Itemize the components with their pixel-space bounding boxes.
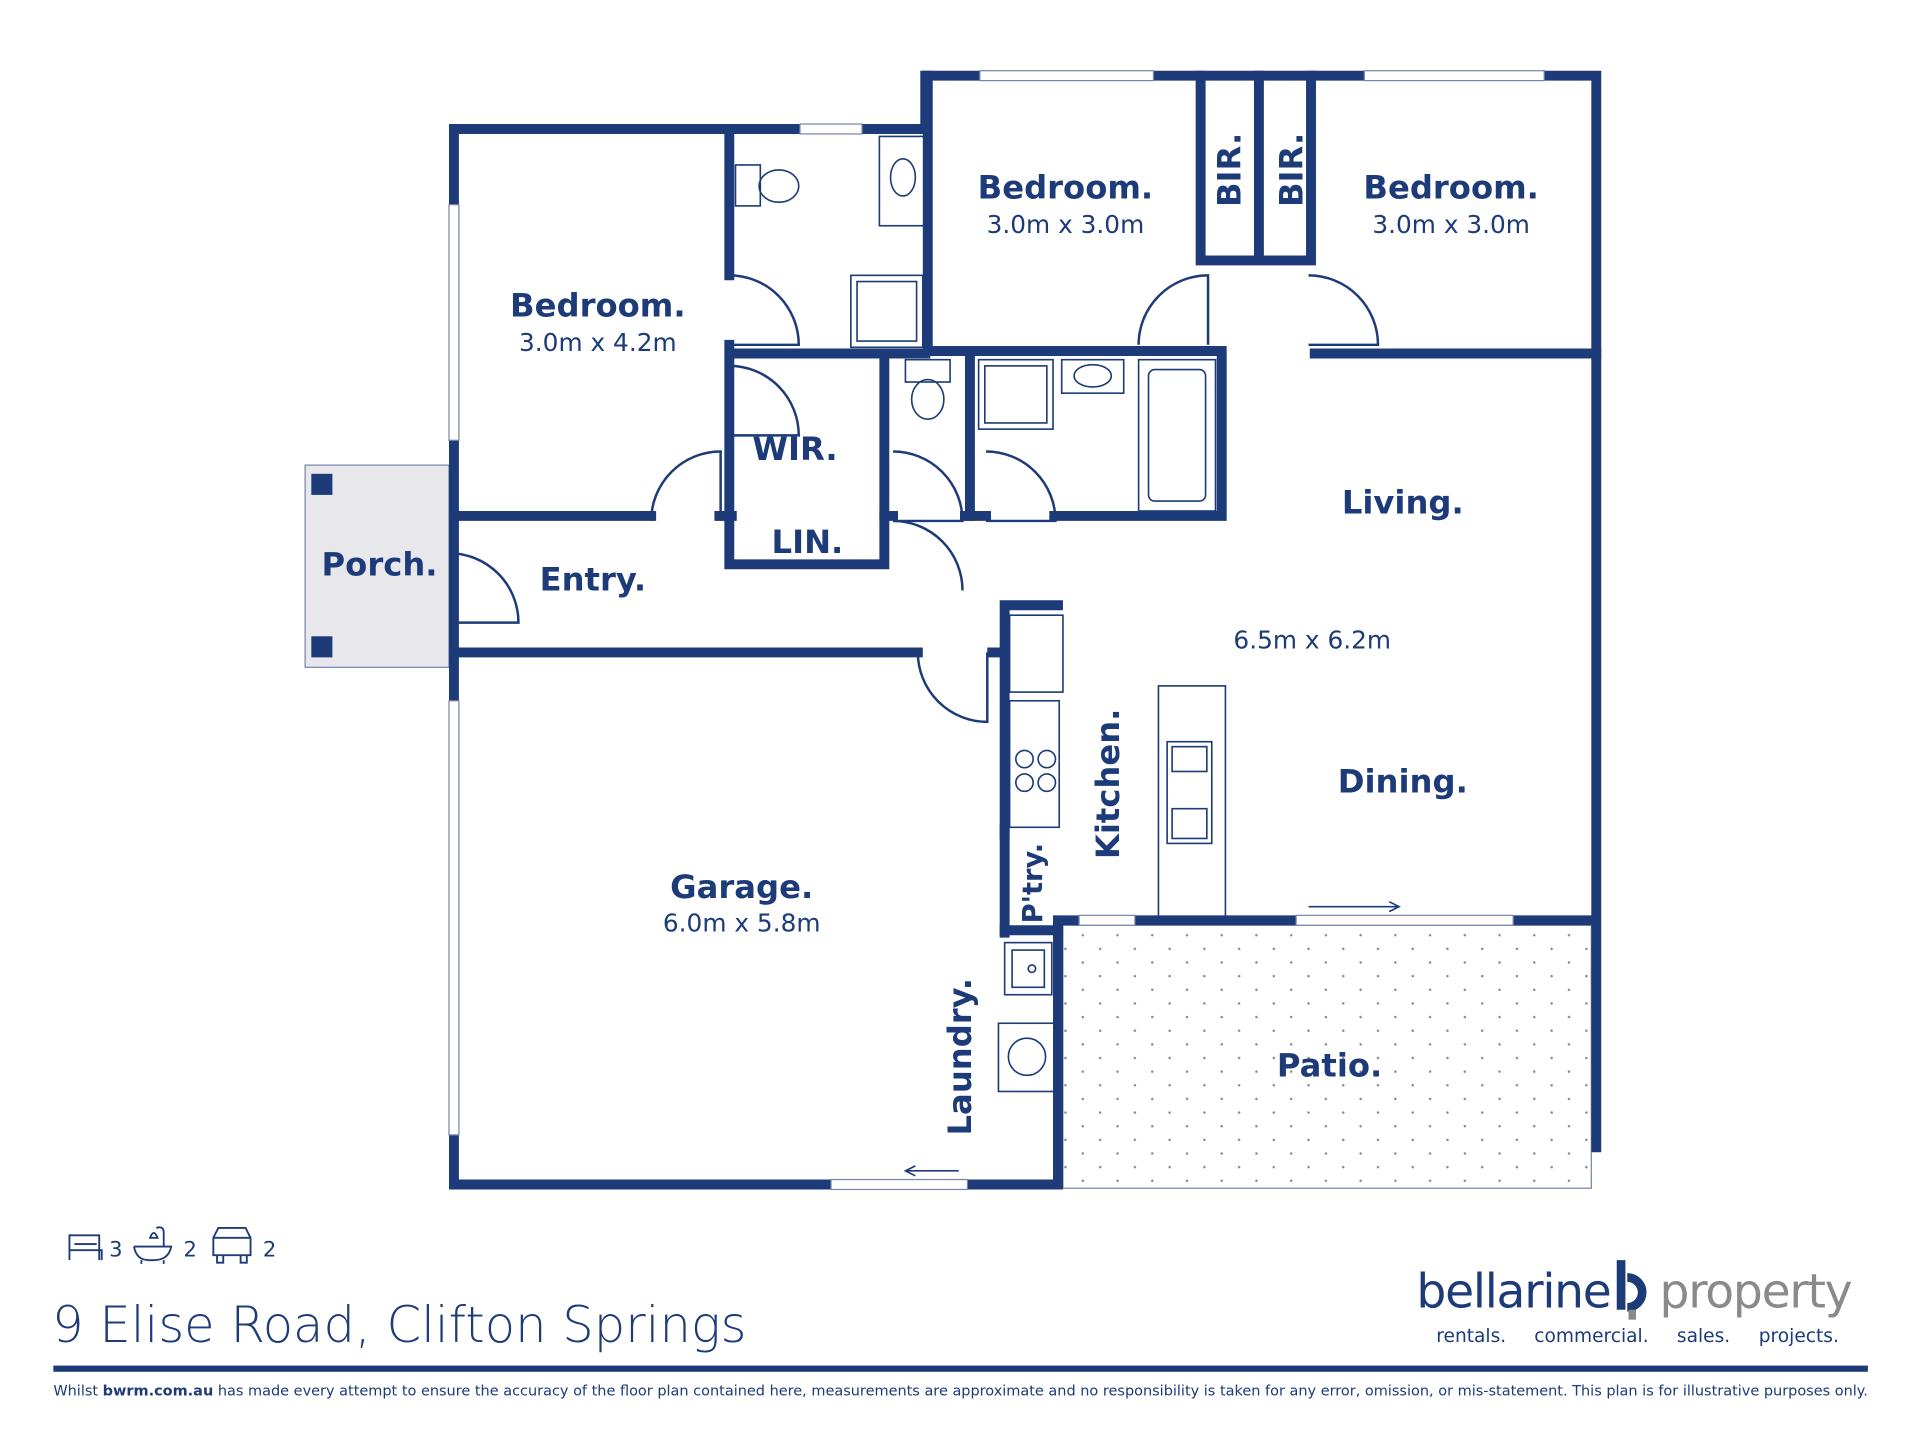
tagline-sales: sales. [1677, 1326, 1730, 1347]
dining-label: Dining. [1338, 763, 1468, 801]
bedroom1-label: Bedroom. [510, 286, 686, 324]
tagline-projects: projects. [1759, 1326, 1839, 1347]
footer-divider [53, 1365, 1868, 1372]
bedroom3-label: Bedroom. [1363, 168, 1539, 206]
bedroom2-size: 3.0m x 3.0m [987, 210, 1145, 239]
kitchen-label: Kitchen. [1089, 709, 1127, 860]
tagline-commercial: commercial. [1534, 1326, 1648, 1347]
tagline-rentals: rentals. [1436, 1326, 1506, 1347]
car-icon [212, 1226, 252, 1264]
cars-count: 2 [263, 1236, 276, 1261]
garage-size: 6.0m x 5.8m [663, 908, 821, 937]
fixtures [734, 135, 1227, 1093]
pantry-label: P'try. [1018, 843, 1049, 923]
living-label: Living. [1342, 483, 1464, 521]
patio-area [1062, 924, 1592, 1189]
entry-label: Entry. [540, 560, 647, 598]
lin-label: LIN. [772, 523, 844, 561]
bedroom1-size: 3.0m x 4.2m [519, 328, 677, 357]
svg-text:property: property [1660, 1264, 1852, 1319]
patio-label: Patio. [1277, 1047, 1382, 1085]
bedroom3-size: 3.0m x 3.0m [1372, 210, 1530, 239]
porch-label: Porch. [322, 546, 438, 584]
doors [448, 274, 1401, 1177]
baths-count: 2 [184, 1236, 197, 1261]
property-address: 9 Elise Road, Clifton Springs [52, 1296, 746, 1354]
porch-post [311, 473, 333, 495]
laundry-label: Laundry. [941, 978, 979, 1135]
wir-label: WIR. [752, 430, 837, 468]
porch-area [304, 464, 450, 668]
bath-icon [133, 1226, 173, 1264]
garage-label: Garage. [670, 868, 813, 906]
bellarine-property-logo: bellarine property [1416, 1260, 1853, 1320]
bed-icon [68, 1234, 103, 1261]
porch-post [311, 636, 333, 658]
windows [448, 70, 1545, 1191]
disclaimer: Whilst bwrm.com.au has made every attemp… [53, 1383, 1868, 1399]
beds-count: 3 [109, 1236, 122, 1261]
svg-text:bellarine: bellarine [1416, 1264, 1610, 1319]
living-size: 6.5m x 6.2m [1233, 626, 1391, 655]
disclaimer-link[interactable]: bwrm.com.au [103, 1383, 214, 1399]
bedroom2-label: Bedroom. [978, 168, 1154, 206]
bir2-label: BIR. [1272, 133, 1310, 207]
bir1-label: BIR. [1210, 133, 1248, 207]
